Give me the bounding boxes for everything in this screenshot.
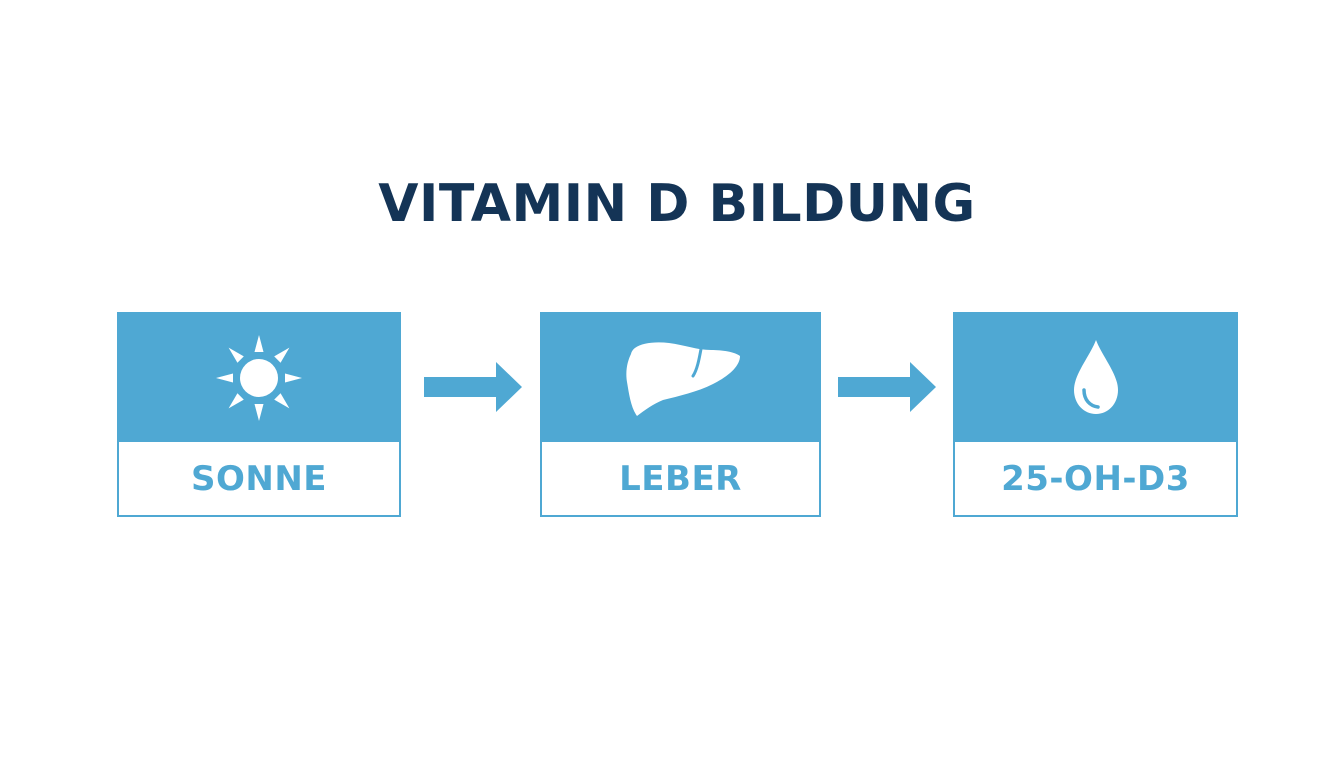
liver-icon: [625, 342, 740, 416]
step-icon-panel: [955, 314, 1236, 442]
step-icon-panel: [119, 314, 399, 442]
step-label: LEBER: [619, 458, 742, 499]
step-box-25-oh-d3: 25-OH-D3: [953, 312, 1238, 517]
step-label: 25-OH-D3: [1001, 458, 1190, 499]
sun-icon: [216, 335, 302, 421]
diagram-title: VITAMIN D BILDUNG: [378, 174, 976, 234]
step-icon-panel: [542, 314, 819, 442]
arrow-right-icon: [424, 362, 522, 412]
step-label: SONNE: [190, 458, 328, 499]
step-box-sonne: SONNE: [117, 312, 401, 517]
arrow-right-icon: [838, 362, 936, 412]
step-box-leber: LEBER: [540, 312, 821, 517]
drop-icon: [1073, 340, 1118, 414]
